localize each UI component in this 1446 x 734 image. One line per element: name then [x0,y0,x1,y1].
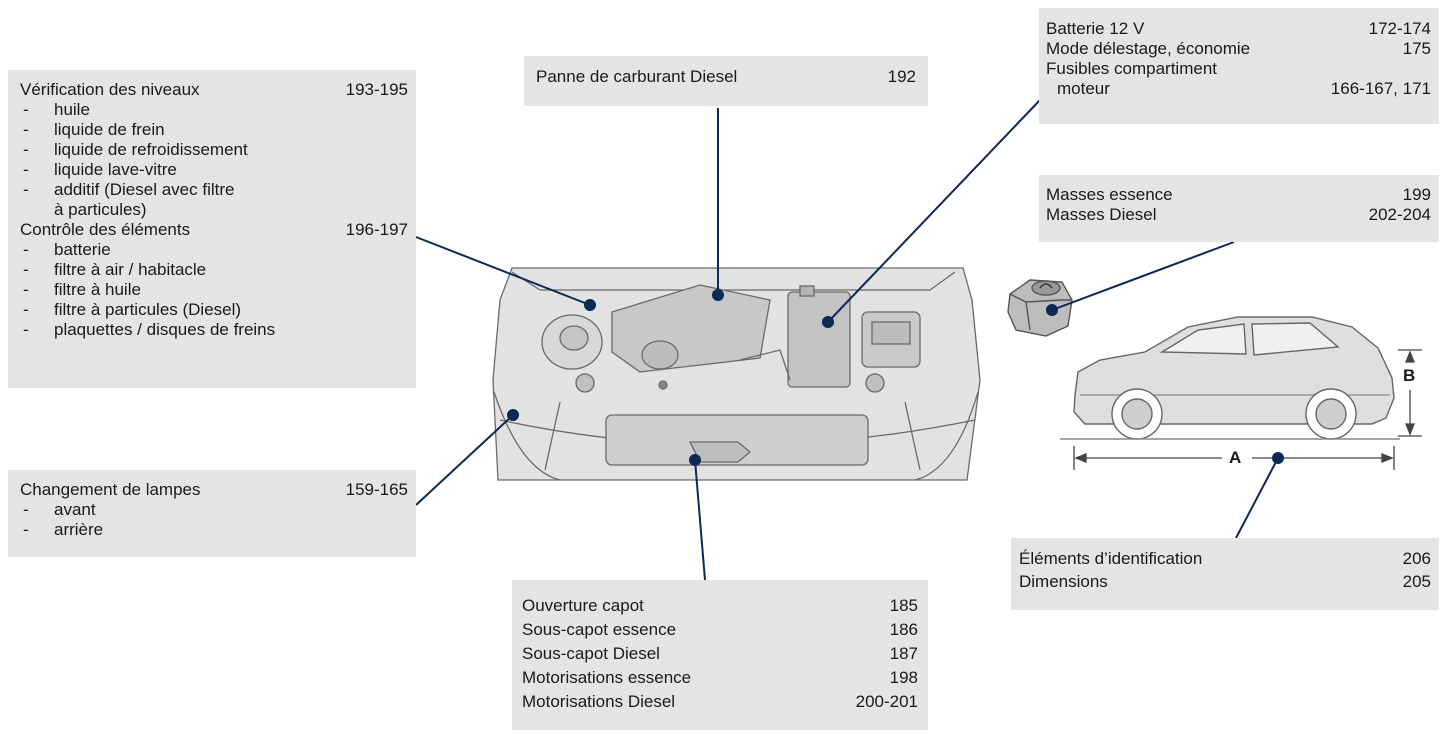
fuses-label-line1: Fusibles compartiment [1046,59,1218,78]
battery-pages: 172-174 [1368,19,1431,38]
bonnet-pages: 198 [889,668,918,687]
battery-label: Batterie 12 V [1046,19,1145,38]
battery-label: Mode délestage, économie [1046,39,1251,58]
masses-row: Masses Diesel 202-204 [1046,205,1431,225]
lamps-box: Changement de lampes 159-165 avant arriè… [8,470,416,557]
controls-item: filtre à particules (Diesel) [20,300,408,320]
leader-bonnet [694,459,706,581]
identification-box: Éléments d’identification 206 Dimensions… [1011,538,1439,610]
battery-box: Batterie 12 V 172-174 Mode délestage, éc… [1039,8,1439,124]
bonnet-row: Sous-capot essence 186 [522,620,918,640]
leader-battery-dot [822,316,834,328]
controls-title: Contrôle des éléments [20,220,191,239]
masses-pages: 199 [1402,185,1431,204]
bonnet-pages: 186 [889,620,918,639]
levels-check-box: Vérification des niveaux 193-195 huile l… [8,70,416,388]
bonnet-pages: 185 [889,596,918,615]
leader-lamps [415,414,514,506]
lamps-pages: 159-165 [345,480,408,499]
fuses-label-line2: moteur [1057,79,1110,98]
levels-title: Vérification des niveaux [20,80,200,99]
fuses-pages: 166-167, 171 [1330,79,1431,98]
battery-pages: 175 [1402,39,1431,58]
controls-pages: 196-197 [345,220,408,239]
bonnet-pages: 187 [889,644,918,663]
fuses-row: moteur 166-167, 171 [1046,79,1431,99]
lamps-title: Changement de lampes [20,480,201,499]
levels-heading-row: Vérification des niveaux 193-195 [20,80,408,100]
levels-item-continued: à particules) [54,200,147,219]
identification-row: Dimensions 205 [1019,572,1431,592]
levels-pages: 193-195 [345,80,408,99]
engine-bay-illustration [492,267,981,481]
masses-row: Masses essence 199 [1046,185,1431,205]
identification-row: Éléments d’identification 206 [1019,549,1431,569]
controls-heading-row: Contrôle des éléments 196-197 [20,220,408,240]
leader-levels-dot [584,299,596,311]
leader-battery [827,99,1041,323]
levels-item: liquide de refroidissement [20,140,408,160]
leader-bonnet-dot [689,454,701,466]
bonnet-box: Ouverture capot 185 Sous-capot essence 1… [512,580,928,730]
dimension-b-marker [1398,349,1422,437]
bonnet-label: Motorisations Diesel [522,692,676,711]
bonnet-label: Ouverture capot [522,596,644,615]
battery-row: Batterie 12 V 172-174 [1046,19,1431,39]
bonnet-row: Ouverture capot 185 [522,596,918,616]
leader-masses-dot [1046,304,1058,316]
leader-levels [415,236,591,306]
bonnet-pages: 200-201 [855,692,918,711]
fuel-row: Panne de carburant Diesel 192 [536,67,916,87]
car-side-illustration [1060,316,1400,440]
bonnet-label: Sous-capot essence [522,620,677,639]
battery-row: Mode délestage, économie 175 [1046,39,1431,59]
masses-label: Masses essence [1046,185,1173,204]
masses-label: Masses Diesel [1046,205,1157,224]
leader-identification [1235,457,1279,539]
fuel-pages: 192 [887,67,916,86]
levels-item: additif (Diesel avec filtre [20,180,408,200]
leader-fuel-dot [712,289,724,301]
controls-item: plaquettes / disques de freins [20,320,408,340]
identification-label: Éléments d’identification [1019,549,1203,568]
leader-identification-dot [1272,452,1284,464]
bonnet-row: Sous-capot Diesel 187 [522,644,918,664]
controls-item: batterie [20,240,408,260]
fuel-box: Panne de carburant Diesel 192 [524,56,928,106]
dimension-b-label: B [1403,366,1416,385]
identification-pages: 205 [1402,572,1431,591]
leader-masses [1051,241,1235,311]
controls-item: filtre à huile [20,280,408,300]
identification-label: Dimensions [1019,572,1108,591]
dimension-a-label: A [1229,448,1242,467]
lamps-item: avant [20,500,408,520]
lamps-item: arrière [20,520,408,540]
masses-box: Masses essence 199 Masses Diesel 202-204 [1039,175,1439,242]
bonnet-row: Motorisations Diesel 200-201 [522,692,918,712]
controls-item: filtre à air / habitacle [20,260,408,280]
identification-pages: 206 [1402,549,1431,568]
bonnet-label: Motorisations essence [522,668,692,687]
lamps-heading-row: Changement de lampes 159-165 [20,480,408,500]
levels-item: liquide de frein [20,120,408,140]
masses-pages: 202-204 [1368,205,1431,224]
bonnet-row: Motorisations essence 198 [522,668,918,688]
leader-lamps-dot [507,409,519,421]
bonnet-label: Sous-capot Diesel [522,644,660,663]
levels-item: liquide lave-vitre [20,160,408,180]
levels-item: huile [20,100,408,120]
fuel-label: Panne de carburant Diesel [536,67,738,86]
fuel-cap-illustration [1007,279,1073,337]
